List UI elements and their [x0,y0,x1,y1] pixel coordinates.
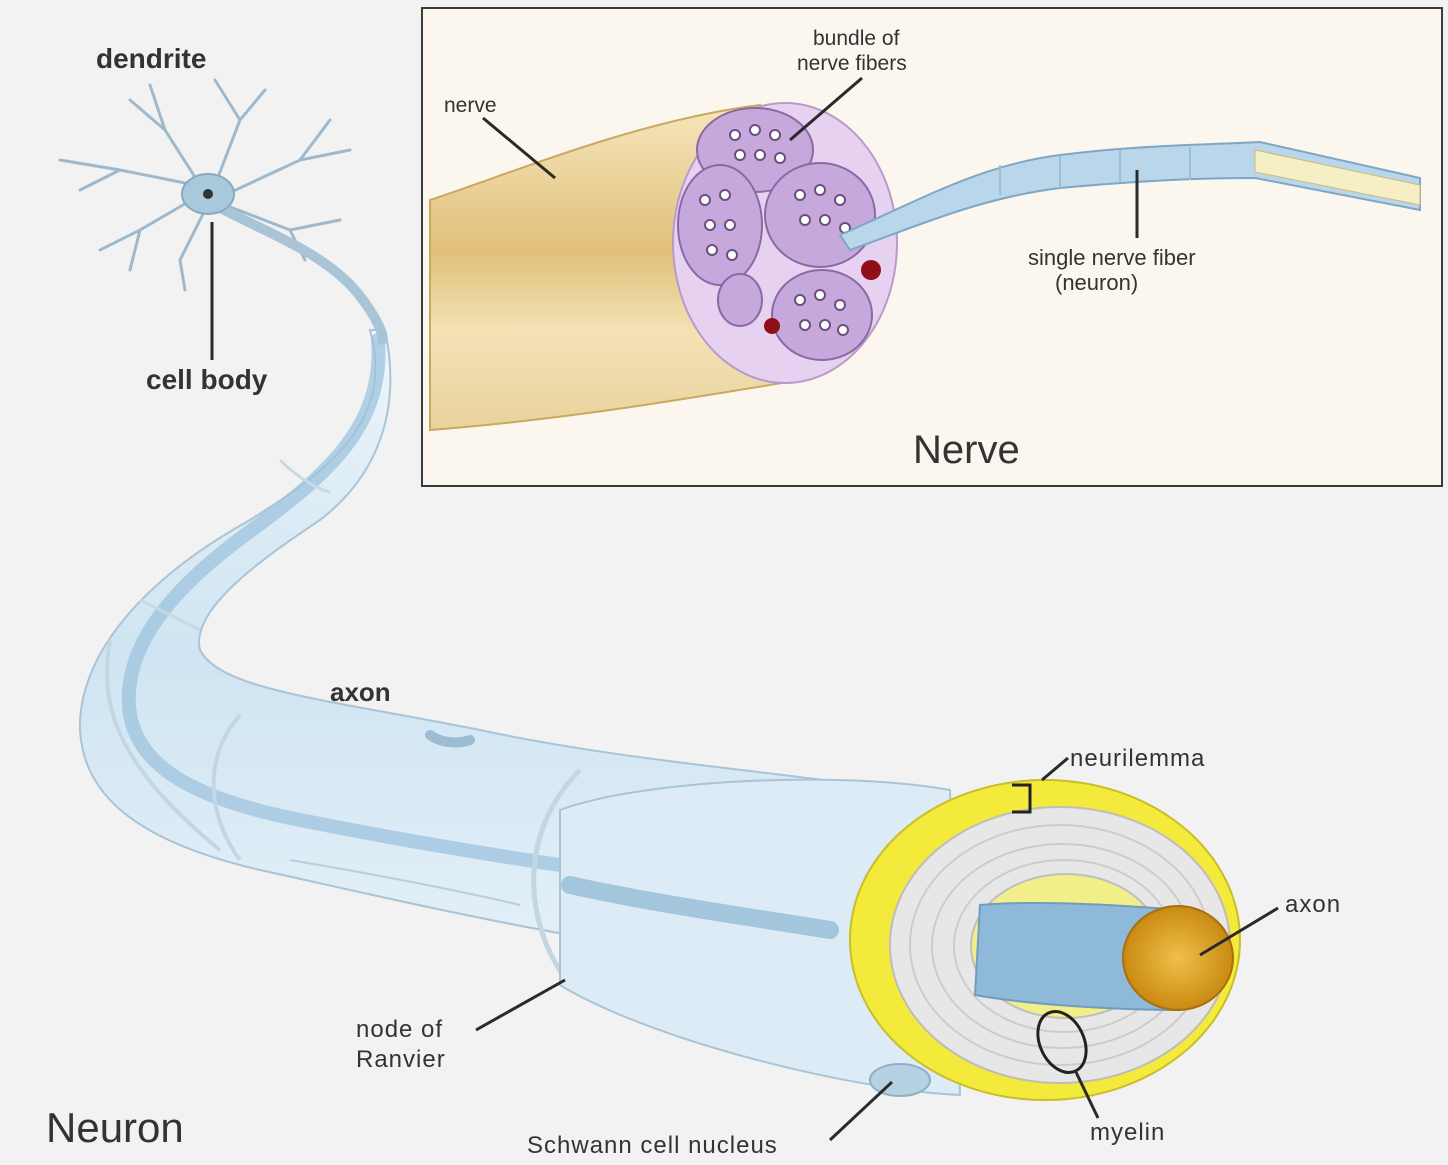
label-bundle-line1: bundle of [813,27,900,50]
label-axon-top: axon [330,677,391,707]
label-fiber-line1: single nerve fiber [1028,245,1196,270]
label-nerve: nerve [444,94,497,117]
label-myelin: myelin [1090,1119,1165,1146]
label-cell-body: cell body [146,364,268,395]
neuron-cell-body [60,80,383,340]
label-bundle-line2: nerve fibers [797,52,907,75]
nerve-title: Nerve [913,428,1020,472]
label-dendrite: dendrite [96,43,206,74]
label-axon-core: axon [1285,891,1341,918]
schwann-cell-nucleus [870,1064,930,1096]
nerve-inset [422,8,1442,486]
label-schwann-cell-nucleus: Schwann cell nucleus [527,1132,778,1159]
label-fiber-line2: (neuron) [1055,270,1138,295]
label-node-line2: Ranvier [356,1046,446,1073]
label-node-line1: node of [356,1016,443,1043]
myelin-sheath-cross-section [560,780,1240,1100]
label-neurilemma: neurilemma [1070,745,1205,772]
neuron-title: Neuron [46,1104,184,1151]
axon-core-end [1123,906,1233,1010]
